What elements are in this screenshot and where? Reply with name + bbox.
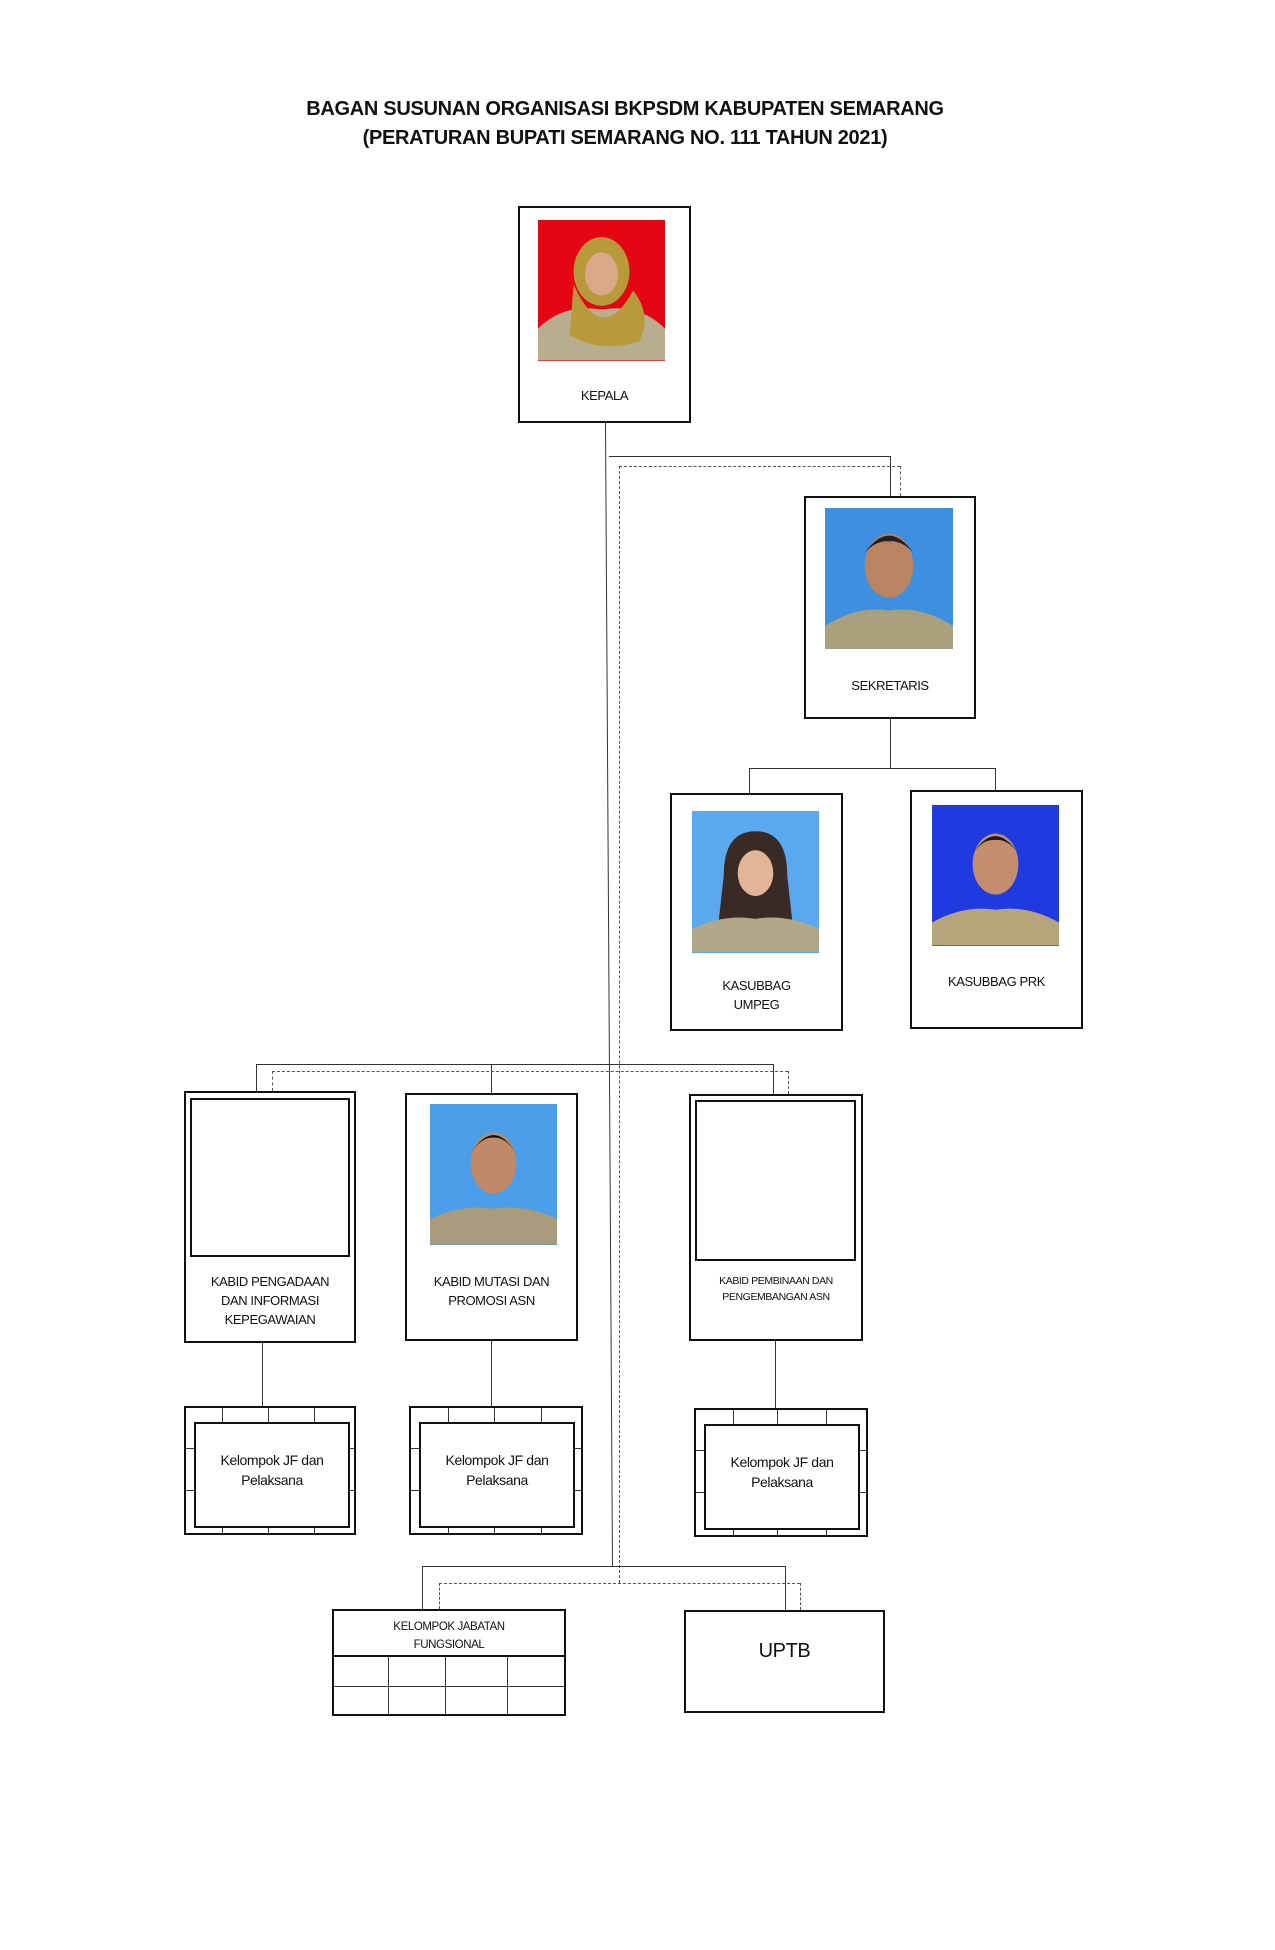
connector — [749, 768, 995, 769]
connector — [256, 1064, 773, 1065]
connector — [890, 456, 891, 496]
kabid1-label-line3: KEPEGAWAIAN — [224, 1312, 316, 1327]
connector — [491, 1341, 492, 1406]
connector — [775, 1341, 776, 1408]
kabid1-label-line2: DAN INFORMASI — [220, 1293, 320, 1308]
dashed-connector — [439, 1583, 440, 1609]
node-sekretaris[interactable]: SEKRETARIS — [804, 496, 976, 719]
kabid2-label-line2: PROMOSI ASN — [448, 1293, 535, 1308]
connector — [785, 1566, 786, 1610]
dashed-connector — [619, 466, 900, 467]
kelompok3-label-line2: Pelaksana — [751, 1474, 813, 1490]
kabid3-label-line2: PENGEMBANGAN ASN — [722, 1291, 830, 1303]
node-kelompok-jf-1[interactable]: Kelompok JF dan Pelaksana — [184, 1406, 356, 1535]
node-kabid-mutasi[interactable]: KABID MUTASI DAN PROMOSI ASN — [405, 1093, 578, 1341]
kabid3-label-line1: KABID PEMBINAAN DAN — [719, 1275, 833, 1287]
node-kasubbag-umpeg[interactable]: KASUBBAG UMPEG — [670, 793, 843, 1031]
kelompok1-label-line2: Pelaksana — [241, 1472, 303, 1488]
umpeg-label-line1: KASUBBAG — [722, 978, 791, 993]
connector — [749, 768, 750, 793]
node-kabid-pengadaan[interactable]: KABID PENGADAAN DAN INFORMASI KEPEGAWAIA… — [184, 1091, 356, 1343]
kelompok3-label-line1: Kelompok JF dan — [730, 1454, 834, 1470]
node-kelompok-jf-3[interactable]: Kelompok JF dan Pelaksana — [694, 1408, 868, 1537]
node-kepala[interactable]: KEPALA — [518, 206, 691, 423]
node-kelompok-jf-2[interactable]: Kelompok JF dan Pelaksana — [409, 1406, 583, 1535]
kabid2-photo — [430, 1104, 557, 1245]
jabatan-label-line1: KELOMPOK JABATAN — [393, 1621, 505, 1633]
dashed-connector — [272, 1071, 273, 1091]
main-connector — [605, 422, 613, 1566]
prk-photo — [932, 805, 1059, 946]
connector — [422, 1566, 423, 1609]
kabid2-label-line1: KABID MUTASI DAN — [433, 1274, 550, 1289]
kepala-photo — [538, 220, 665, 361]
connector — [256, 1064, 257, 1091]
sekretaris-photo — [825, 508, 953, 649]
kelompok2-label-line2: Pelaksana — [466, 1472, 528, 1488]
connector — [773, 1064, 774, 1094]
kabid1-label-line1: KABID PENGADAAN — [210, 1274, 330, 1289]
umpeg-label-line2: UMPEG — [733, 997, 780, 1012]
empty-photo-frame — [190, 1098, 350, 1257]
node-kabid-pembinaan[interactable]: KABID PEMBINAAN DAN PENGEMBANGAN ASN — [689, 1094, 863, 1341]
connector — [890, 719, 891, 768]
kelompok-jf-inner: Kelompok JF dan Pelaksana — [419, 1422, 575, 1528]
dashed-connector — [272, 1071, 788, 1072]
kelompok-jf-inner: Kelompok JF dan Pelaksana — [194, 1422, 350, 1528]
dashed-connector — [900, 466, 901, 496]
kepala-label: KEPALA — [580, 388, 629, 403]
coordination-connector — [619, 466, 620, 1583]
chart-title: BAGAN SUSUNAN ORGANISASI BKPSDM KABUPATE… — [306, 98, 944, 120]
connector — [609, 456, 890, 457]
jabatan-label-line2: FUNGSIONAL — [413, 1639, 485, 1651]
prk-label: KASUBBAG PRK — [947, 974, 1046, 989]
kelompok-jf-inner: Kelompok JF dan Pelaksana — [704, 1424, 860, 1530]
connector — [262, 1343, 263, 1406]
connector — [995, 768, 996, 790]
dashed-connector — [439, 1583, 800, 1584]
uptb-label: UPTB — [758, 1640, 811, 1662]
kelompok1-label-line1: Kelompok JF dan — [220, 1452, 324, 1468]
jabatan-header: KELOMPOK JABATAN FUNGSIONAL — [334, 1611, 564, 1655]
connector — [491, 1064, 492, 1093]
dashed-connector — [788, 1071, 789, 1094]
connector — [422, 1566, 785, 1567]
dashed-connector — [800, 1583, 801, 1610]
umpeg-photo — [692, 811, 819, 953]
kelompok2-label-line1: Kelompok JF dan — [445, 1452, 549, 1468]
node-kasubbag-prk[interactable]: KASUBBAG PRK — [910, 790, 1083, 1029]
node-uptb[interactable]: UPTB — [684, 1610, 885, 1713]
chart-subtitle: (PERATURAN BUPATI SEMARANG NO. 111 TAHUN… — [362, 127, 888, 149]
node-kelompok-jabatan-fungsional[interactable]: KELOMPOK JABATAN FUNGSIONAL — [332, 1609, 566, 1716]
empty-photo-frame — [695, 1100, 856, 1261]
sekretaris-label: SEKRETARIS — [851, 678, 929, 693]
